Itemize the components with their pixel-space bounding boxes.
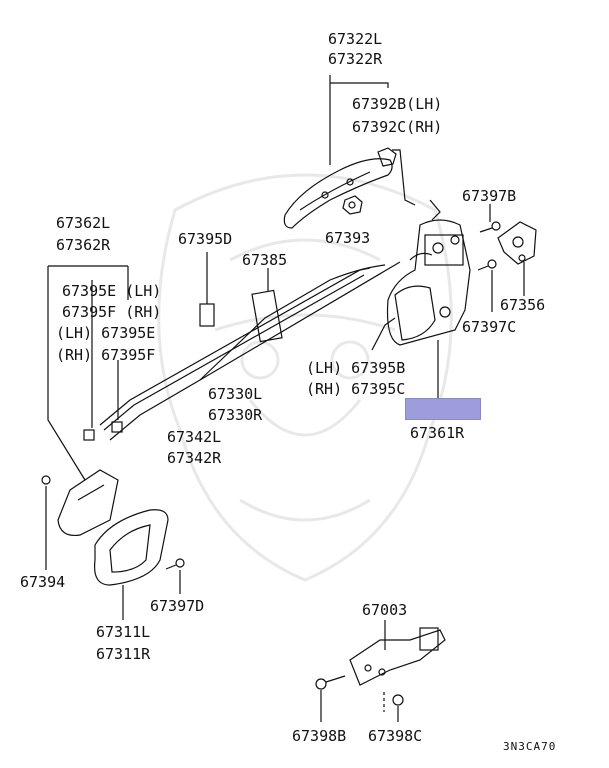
- label-67330L[interactable]: 67330L: [208, 385, 263, 403]
- label-67395D[interactable]: 67395D: [178, 230, 233, 248]
- clip-67395E: [83, 421, 123, 441]
- label-67385[interactable]: 67385: [242, 251, 288, 269]
- label-67395C[interactable]: (RH) 67395C: [306, 380, 406, 398]
- label-67362R[interactable]: 67362R: [56, 236, 111, 254]
- watermark-emblem: [157, 173, 453, 582]
- label-67342L[interactable]: 67342L: [167, 428, 222, 446]
- screw-67394: [41, 475, 51, 485]
- part-highlight-67361R: [405, 398, 481, 420]
- label-67398C[interactable]: 67398C: [368, 727, 423, 745]
- label-67395E-lh-2[interactable]: (LH) 67395E: [56, 324, 156, 342]
- gasket-67392: [377, 147, 397, 167]
- cable-67385: [199, 264, 386, 381]
- label-67394[interactable]: 67394: [20, 573, 66, 591]
- bolt-67398B: [315, 675, 346, 690]
- leader-67395B: [371, 317, 396, 351]
- label-67398B[interactable]: 67398B: [292, 727, 347, 745]
- label-67342R[interactable]: 67342R: [167, 449, 222, 467]
- clip-67395D: [199, 303, 215, 327]
- nut-67398C: [392, 694, 404, 706]
- leader-67392: [392, 149, 416, 206]
- label-67397B[interactable]: 67397B: [462, 187, 517, 205]
- label-67362L[interactable]: 67362L: [56, 214, 111, 232]
- screw-67397D: [165, 558, 185, 570]
- outside-handle-67322: [283, 158, 393, 229]
- label-67322R[interactable]: 67322R: [328, 50, 383, 68]
- label-67311R[interactable]: 67311R: [96, 645, 151, 663]
- label-67003[interactable]: 67003: [362, 601, 408, 619]
- cable-clamp-67385: [251, 289, 283, 343]
- label-67395B[interactable]: (LH) 67395B: [306, 359, 406, 377]
- label-67393[interactable]: 67393: [325, 229, 371, 247]
- label-67322L[interactable]: 67322L: [328, 30, 383, 48]
- inside-handle-67311: [93, 509, 169, 586]
- label-67395E-lh[interactable]: 67395E (LH): [62, 282, 162, 300]
- label-67395F-rh[interactable]: 67395F (RH): [62, 303, 162, 321]
- screw-67397B: [479, 221, 501, 233]
- door-check-67003: [349, 627, 446, 686]
- screw-67397C: [477, 259, 497, 271]
- inside-handle-base-67362: [57, 469, 119, 537]
- label-67392B[interactable]: 67392B(LH): [352, 95, 443, 113]
- diagram-code: 3N3CA70: [503, 740, 557, 753]
- rod-67342: [109, 261, 401, 441]
- nut-67393: [342, 195, 363, 215]
- label-67356[interactable]: 67356: [500, 296, 546, 314]
- label-67397D[interactable]: 67397D: [150, 597, 205, 615]
- label-67311L[interactable]: 67311L: [96, 623, 151, 641]
- label-67397C[interactable]: 67397C: [462, 318, 517, 336]
- label-67392C[interactable]: 67392C(RH): [352, 118, 443, 136]
- label-67361R[interactable]: 67361R: [410, 424, 465, 442]
- label-67330R[interactable]: 67330R: [208, 406, 263, 424]
- lock-actuator-67361R: [386, 199, 471, 346]
- striker-67356: [497, 221, 537, 265]
- label-67395F-rh-2[interactable]: (RH) 67395F: [56, 346, 156, 364]
